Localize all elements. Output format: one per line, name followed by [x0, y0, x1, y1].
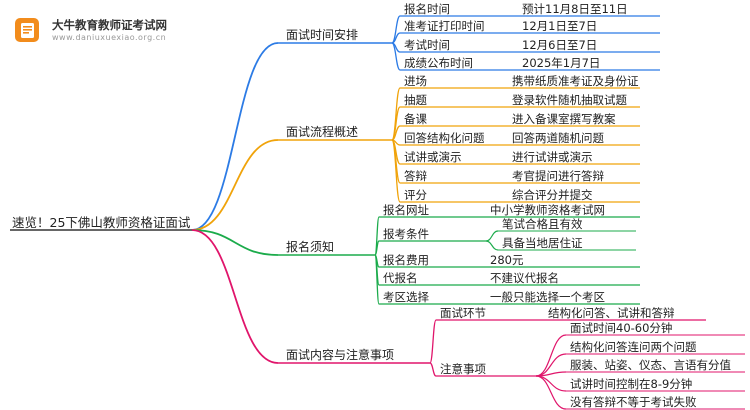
logo: 大牛教育教师证考试网 www.daniuxuexiao.org.cn [12, 14, 212, 50]
subitem-label: 结构化问答连问两个问题 [570, 340, 697, 354]
item-label: 进场 [404, 74, 427, 88]
subitem-label: 具备当地居住证 [502, 236, 583, 250]
branch-label: 面试时间安排 [286, 27, 358, 42]
item-value: 综合评分并提交 [512, 188, 593, 202]
item-value: 280元 [490, 253, 524, 267]
branch-label: 面试内容与注意事项 [286, 347, 394, 362]
item-value: 12月1日至7日 [522, 19, 597, 33]
item-value: 考官提问进行答辩 [512, 169, 604, 183]
item-connector [391, 139, 401, 203]
item-label: 报名网址 [383, 203, 429, 217]
root-topic: 速览！25下佛山教师资格证面试 [12, 215, 191, 230]
item-value: 不建议代报名 [490, 271, 559, 285]
item-label: 报名时间 [404, 2, 450, 16]
item-label: 考区选择 [383, 290, 429, 304]
item-label: 报考条件 [383, 227, 429, 241]
branch-label: 报名须知 [286, 239, 334, 254]
subitem-label: 没有答辩不等于考试失败 [570, 395, 697, 409]
item-label: 准考证打印时间 [404, 19, 485, 33]
logo-url: www.daniuxuexiao.org.cn [52, 33, 167, 42]
item-value: 一般只能选择一个考区 [490, 290, 605, 304]
book-logo-icon [15, 18, 39, 42]
item-label: 回答结构化问题 [404, 131, 485, 145]
branch-connector [191, 139, 279, 231]
item-connector [429, 362, 437, 377]
item-label: 抽题 [404, 93, 427, 107]
item-value: 进入备课室撰写教案 [512, 112, 616, 126]
logo-name: 大牛教育教师证考试网 [52, 18, 167, 32]
subitem-connector [535, 375, 567, 410]
item-value: 携带纸质准考证及身份证 [512, 74, 639, 88]
subitem-label: 面试时间40-60分钟 [570, 321, 672, 335]
item-label: 成绩公布时间 [404, 56, 473, 70]
branch-connector [191, 229, 279, 256]
item-connector [374, 254, 380, 305]
subitem-connector [485, 240, 499, 251]
item-value: 12月6日至7日 [522, 38, 597, 52]
subitem-connector [535, 334, 567, 377]
item-label: 面试环节 [440, 306, 486, 320]
item-value: 登录软件随机抽取试题 [512, 93, 627, 107]
branch-connector [191, 42, 279, 231]
branch-label: 面试流程概述 [286, 124, 358, 139]
branch-connector [191, 229, 279, 364]
item-label: 答辩 [404, 169, 427, 183]
item-label: 代报名 [383, 271, 418, 285]
item-label: 试讲或演示 [404, 150, 462, 164]
subitem-connector [485, 230, 499, 242]
item-connector [429, 319, 437, 364]
subitem-label: 服装、站姿、仪态、言语有分值 [570, 358, 731, 372]
subitem-label: 试讲时间控制在8-9分钟 [570, 377, 692, 391]
item-value: 中小学教师资格考试网 [490, 203, 605, 217]
item-label: 注意事项 [440, 362, 486, 376]
item-connector [391, 42, 401, 71]
item-label: 备课 [404, 112, 427, 126]
item-value: 结构化问答、试讲和答辩 [548, 306, 675, 320]
item-label: 考试时间 [404, 38, 450, 52]
item-label: 评分 [404, 188, 427, 202]
item-value: 回答两道随机问题 [512, 131, 604, 145]
item-value: 预计11月8日至11日 [522, 2, 628, 16]
item-label: 报名费用 [383, 253, 429, 267]
subitem-label: 笔试合格且有效 [502, 217, 583, 231]
item-value: 2025年1月7日 [522, 56, 600, 70]
item-value: 进行试讲或演示 [512, 150, 593, 164]
subitem-connector [535, 375, 567, 392]
